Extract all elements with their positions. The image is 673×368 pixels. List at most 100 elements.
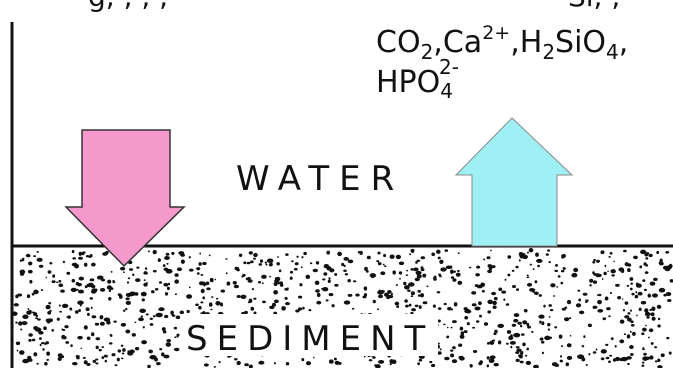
sediment-dot	[658, 261, 663, 266]
sediment-dot	[644, 271, 649, 274]
sediment-dot	[176, 333, 180, 337]
sediment-dot	[468, 266, 472, 269]
sediment-dot	[643, 288, 647, 292]
sediment-dot	[501, 290, 507, 294]
sediment-dot	[83, 262, 88, 267]
sediment-dot	[92, 359, 97, 363]
sediment-dot	[669, 279, 673, 283]
sediment-dot	[420, 256, 426, 260]
sediment-dot	[413, 267, 419, 272]
sediment-dot	[509, 340, 516, 345]
sediment-dot	[305, 361, 312, 366]
sediment-dot	[668, 351, 672, 355]
sediment-dot	[658, 359, 661, 362]
sediment-dot	[443, 323, 446, 326]
sediment-dot	[398, 271, 403, 275]
sediment-dot	[51, 328, 54, 332]
sediment-dot	[465, 309, 472, 314]
sediment-dot	[432, 304, 436, 308]
sediment-dot	[225, 258, 228, 260]
sediment-dot	[657, 365, 663, 368]
sediment-dot	[248, 364, 253, 368]
sediment-dot	[355, 293, 360, 297]
sediment-dot	[619, 339, 625, 344]
sediment-dot	[341, 262, 345, 267]
sediment-dot	[76, 288, 79, 291]
sediment-dot	[377, 262, 382, 266]
sediment-dot	[208, 302, 213, 307]
sediment-dot	[548, 261, 551, 264]
sediment-dot	[486, 342, 490, 345]
sediment-dot	[645, 252, 650, 255]
sediment-dot	[158, 281, 163, 284]
sediment-dot	[629, 330, 632, 333]
sediment-dot	[273, 290, 278, 295]
sediment-dot	[106, 320, 111, 325]
sediment-dot	[560, 345, 564, 347]
sediment-dot	[650, 312, 655, 317]
sediment-dot	[513, 313, 520, 318]
sediment-dot	[578, 310, 585, 315]
sediment-dot	[22, 257, 25, 260]
sediment-dot	[47, 270, 52, 274]
sediment-dot	[578, 298, 582, 302]
sediment-dot	[179, 310, 185, 315]
sediment-dot	[38, 330, 44, 335]
sediment-dot	[466, 322, 470, 326]
sediment-dot	[139, 308, 147, 313]
sediment-dot	[134, 321, 137, 324]
sediment-dot	[240, 294, 247, 299]
sediment-dot	[162, 264, 166, 268]
sediment-dot	[529, 263, 533, 266]
sediment-dot	[33, 312, 38, 316]
sediment-dot	[559, 355, 563, 358]
sediment-dot	[80, 347, 82, 350]
sediment-dot	[112, 280, 115, 282]
sediment-dot	[573, 267, 579, 273]
sediment-dot	[540, 340, 545, 344]
sediment-dot	[422, 273, 427, 278]
sediment-dot	[204, 282, 208, 286]
sediment-dot	[653, 277, 658, 282]
sediment-dot	[649, 281, 656, 286]
sediment-dot	[597, 308, 604, 313]
sediment-dot	[527, 325, 531, 329]
sediment-dot	[161, 327, 166, 332]
sediment-dot	[626, 356, 632, 360]
sediment-dot	[388, 294, 394, 299]
sediment-dot	[660, 353, 665, 358]
sediment-dot	[78, 256, 83, 260]
sediment-dot	[261, 274, 267, 279]
sediment-dot	[403, 281, 407, 286]
sediment-dot	[61, 334, 66, 340]
sediment-dot	[94, 322, 100, 326]
sediment-dot	[631, 292, 635, 296]
sediment-dot	[464, 316, 469, 320]
sediment-dot	[208, 254, 211, 257]
sediment-dot	[395, 254, 402, 260]
sediment-dot	[630, 353, 634, 356]
sediment-dot	[512, 324, 515, 327]
sediment-dot	[359, 250, 363, 255]
sediment-dot	[561, 253, 567, 259]
sediment-dot	[98, 348, 102, 352]
sediment-dot	[328, 359, 334, 364]
sediment-dot	[640, 249, 647, 255]
sediment-dot	[152, 315, 156, 318]
sediment-dot	[583, 335, 586, 338]
sediment-dot	[21, 321, 28, 326]
sediment-dot	[648, 294, 652, 298]
sediment-dot	[108, 289, 112, 293]
sediment-dot	[40, 289, 44, 292]
sediment-dot	[293, 267, 298, 271]
sediment-dot	[438, 273, 441, 276]
sediment-dot	[411, 308, 416, 312]
sediment-dot	[592, 351, 597, 354]
sediment-dot	[171, 314, 176, 317]
sediment-dot	[560, 281, 564, 285]
sediment-dot	[27, 355, 32, 361]
sediment-dot	[635, 291, 638, 294]
sediment-dot	[642, 327, 647, 332]
sediment-dot	[343, 300, 351, 305]
sediment-dot	[347, 279, 351, 283]
